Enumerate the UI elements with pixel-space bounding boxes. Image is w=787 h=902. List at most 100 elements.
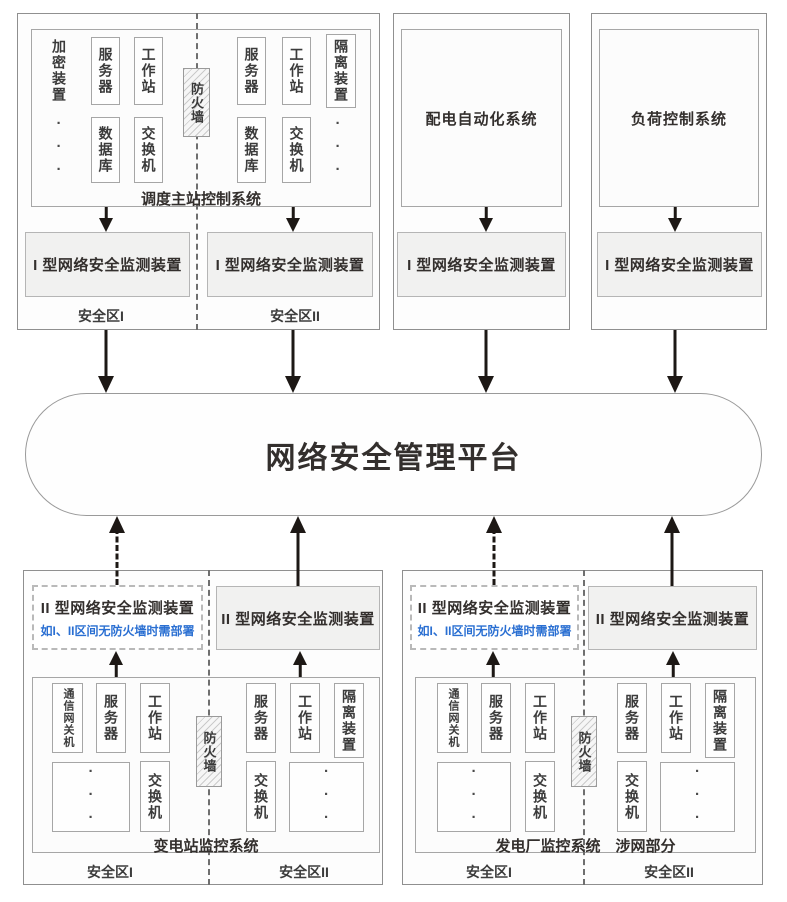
device-switch-box: 交换机 xyxy=(140,761,170,832)
device-switch-label: 交换机 xyxy=(147,772,163,821)
monitor-device-label: I 型网络安全监测装置 xyxy=(215,257,365,274)
firewall-box: 防火墙 xyxy=(196,716,222,787)
ellipsis-dots: ··· xyxy=(689,762,706,832)
device-workstation-box: 工作站 xyxy=(134,37,163,105)
arrow-down xyxy=(478,207,494,232)
load-system-box: 负荷控制系统 xyxy=(599,29,759,207)
device-database-label: 数据库 xyxy=(97,126,114,174)
arrow-down xyxy=(285,207,301,232)
monitor-device-type1-box: I 型网络安全监测装置 xyxy=(207,232,373,297)
firewall-box: 防火墙 xyxy=(571,716,597,787)
monitor-device-label: I 型网络安全监测装置 xyxy=(407,257,556,274)
device-database-label: 数据库 xyxy=(243,126,260,174)
device-server-label: 服务器 xyxy=(624,694,640,742)
system-title: 调度主站控制系统 xyxy=(140,191,261,208)
zone-label: 安全区II xyxy=(279,864,329,880)
zone-label: 安全区II xyxy=(644,864,694,880)
device-gateway-label: 通信网关机 xyxy=(62,688,74,748)
device-workstation-box: 工作站 xyxy=(282,37,311,105)
arrow-up xyxy=(108,651,124,677)
device-switch-box: 交换机 xyxy=(525,761,555,832)
arrow-down xyxy=(667,207,683,232)
device-switch-box: 交换机 xyxy=(134,117,163,183)
arrow-up xyxy=(665,651,681,677)
monitor-device-type2-box: II 型网络安全监测装置 xyxy=(216,586,380,650)
device-workstation-label: 工作站 xyxy=(288,47,305,95)
device-server-box: 服务器 xyxy=(91,37,120,105)
firewall-label: 防火墙 xyxy=(576,730,592,773)
ellipsis: ··· xyxy=(49,115,69,184)
device-isolation-box: 隔离装置 xyxy=(705,683,735,758)
device-workstation-label: 工作站 xyxy=(147,694,163,742)
device-gateway-box: 通信网关机 xyxy=(52,683,83,753)
device-server-box: 服务器 xyxy=(246,683,276,753)
device-server-label: 服务器 xyxy=(243,47,260,95)
monitor-device-label: I 型网络安全监测装置 xyxy=(33,257,182,274)
monitor-device-type1-box: I 型网络安全监测装置 xyxy=(397,232,566,297)
device-switch-label: 交换机 xyxy=(140,126,157,174)
ellipsis-dots: ··· xyxy=(318,762,335,832)
device-workstation-label: 工作站 xyxy=(532,694,548,742)
device-encryption: 加密装置 xyxy=(44,36,74,106)
device-switch-label: 交换机 xyxy=(288,126,305,174)
monitor-device-label: II 型网络安全监测装置 xyxy=(40,599,195,617)
ellipsis-dots: ··· xyxy=(82,762,100,832)
device-server-label: 服务器 xyxy=(103,694,119,742)
arrow-down xyxy=(478,330,494,393)
monitor-device-label: II 型网络安全监测装置 xyxy=(221,610,375,628)
arrow-down xyxy=(98,330,114,393)
device-workstation-box: 工作站 xyxy=(525,683,555,753)
device-gateway-label: 通信网关机 xyxy=(447,688,459,748)
monitor-device-type2-optional-box: II 型网络安全监测装置 如I、II区间无防火墙时需部署 xyxy=(32,585,203,650)
device-gateway-box: 通信网关机 xyxy=(437,683,468,753)
arrow-up xyxy=(292,651,308,677)
device-isolation-box: 隔离装置 xyxy=(334,683,364,758)
monitor-device-type1-box: I 型网络安全监测装置 xyxy=(597,232,762,297)
platform-title: 网络安全管理平台 xyxy=(265,441,522,475)
arrow-up xyxy=(290,516,306,586)
device-switch-box: 交换机 xyxy=(282,117,311,183)
zone-label: 安全区II xyxy=(270,308,320,324)
arrow-up xyxy=(664,516,680,586)
system-title: 负荷控制系统 xyxy=(630,110,727,128)
ellipsis-box: ··· xyxy=(52,762,130,832)
monitor-device-type2-box: II 型网络安全监测装置 xyxy=(588,586,757,650)
device-switch-label: 交换机 xyxy=(532,772,548,821)
monitor-device-label: I 型网络安全监测装置 xyxy=(605,257,754,274)
firewall-box: 防火墙 xyxy=(183,68,210,137)
device-database-box: 数据库 xyxy=(237,117,266,183)
device-server-label: 服务器 xyxy=(97,47,114,95)
arrow-down xyxy=(667,330,683,393)
monitor-device-note: 如I、II区间无防火墙时需部署 xyxy=(417,623,572,638)
device-switch-box: 交换机 xyxy=(246,761,276,832)
device-workstation-label: 工作站 xyxy=(297,694,313,742)
firewall-label: 防火墙 xyxy=(201,730,217,773)
device-workstation-label: 工作站 xyxy=(140,47,157,95)
device-switch-label: 交换机 xyxy=(624,772,640,821)
device-isolation-label: 隔离装置 xyxy=(712,688,728,753)
system-title: 配电自动化系统 xyxy=(425,110,538,128)
monitor-device-type2-optional-box: II 型网络安全监测装置 如I、II区间无防火墙时需部署 xyxy=(410,585,579,650)
ellipsis-box: ··· xyxy=(660,762,735,832)
device-server-box: 服务器 xyxy=(237,37,266,105)
device-switch-label: 交换机 xyxy=(253,772,269,821)
device-encryption-label: 加密装置 xyxy=(51,39,67,103)
device-workstation-label: 工作站 xyxy=(668,694,684,742)
platform: 网络安全管理平台 xyxy=(25,393,762,516)
zone-label: 安全区I xyxy=(78,308,124,324)
device-isolation-label: 隔离装置 xyxy=(341,688,357,753)
device-isolation-label: 隔离装置 xyxy=(333,39,349,103)
zone-label: 安全区I xyxy=(466,864,512,880)
arrow-down xyxy=(285,330,301,393)
system-title: 发电厂监控系统 涉网部分 xyxy=(495,838,676,855)
ellipsis-box: ··· xyxy=(437,762,511,832)
monitor-device-note: 如I、II区间无防火墙时需部署 xyxy=(40,623,195,638)
monitor-device-label: II 型网络安全监测装置 xyxy=(595,610,750,628)
distribution-system-box: 配电自动化系统 xyxy=(401,29,562,207)
system-title: 变电站监控系统 xyxy=(153,838,259,855)
device-server-label: 服务器 xyxy=(488,694,504,742)
zone-divider xyxy=(196,13,198,330)
device-workstation-box: 工作站 xyxy=(290,683,320,753)
arrow-down xyxy=(98,207,114,232)
